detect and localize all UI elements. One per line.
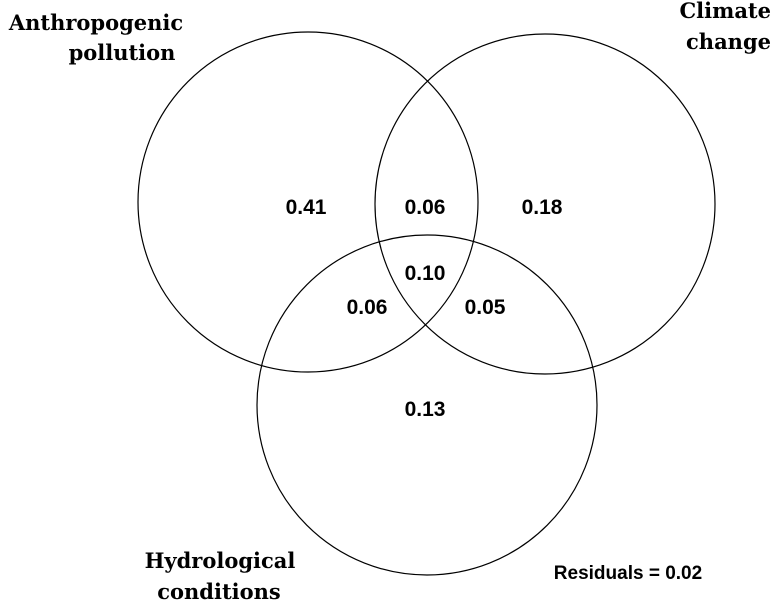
value-climate-only: 0.18	[522, 196, 563, 219]
value-climate-hydrological: 0.05	[465, 296, 506, 319]
label-climate-line2: change	[686, 29, 771, 54]
label-hydrological-line1: Hydrological	[145, 548, 296, 573]
label-hydrological-line2: conditions	[157, 579, 281, 604]
circle-climate-change	[374, 33, 716, 375]
label-anthropogenic-line1: Anthropogenic	[8, 10, 183, 35]
value-anthropogenic-hydrological: 0.06	[347, 296, 388, 319]
residuals-label: Residuals = 0.02	[554, 563, 702, 584]
circle-hydrological-conditions	[256, 234, 598, 576]
circle-anthropogenic-pollution	[137, 31, 479, 373]
value-all-three: 0.10	[405, 262, 446, 285]
value-anthropogenic-climate: 0.06	[405, 196, 446, 219]
label-anthropogenic-line2: pollution	[69, 40, 176, 65]
value-hydrological-only: 0.13	[405, 398, 446, 421]
value-anthropogenic-only: 0.41	[286, 196, 327, 219]
label-climate-line1: Climate	[679, 0, 771, 23]
